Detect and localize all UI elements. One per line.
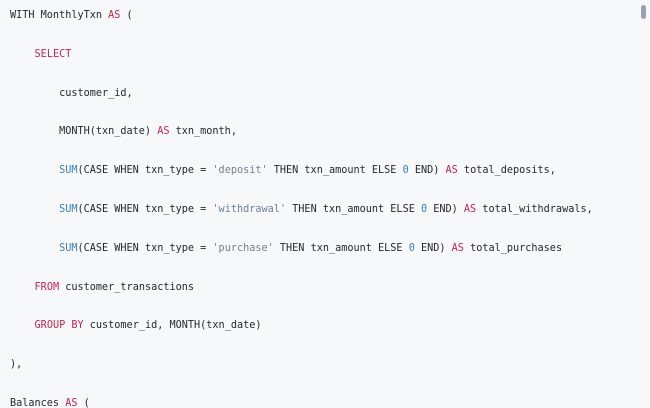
code-token-str: 'withdrawal': [212, 203, 287, 215]
code-line: GROUP BY customer_id, MONTH(txn_date): [10, 316, 650, 335]
code-token-num: 0: [402, 165, 409, 177]
code-token-plain: [10, 282, 35, 293]
code-token-plain: Balances: [10, 397, 66, 408]
code-token-plain: [10, 49, 35, 60]
code-line: WITH MonthlyTxn AS (: [10, 6, 650, 25]
code-token-fn: SUM: [59, 165, 78, 177]
code-token-plain: total_deposits,: [457, 165, 556, 177]
code-token-plain: (CASE WHEN txn_type =: [77, 203, 213, 215]
code-token-plain: THEN txn_amount ELSE: [273, 242, 409, 254]
code-token-num: 0: [408, 242, 415, 254]
code-token-plain: total_withdrawals,: [476, 203, 593, 215]
code-token-plain: [10, 243, 59, 254]
code-line: SUM(CASE WHEN txn_type = 'deposit' THEN …: [10, 161, 650, 180]
code-token-plain: (CASE WHEN txn_type =: [77, 242, 213, 254]
code-token-kw: AS: [445, 165, 458, 177]
code-line: SELECT: [10, 45, 650, 64]
code-token-plain: total_purchases: [463, 242, 563, 254]
code-token-plain: END): [408, 165, 446, 177]
code-line: SUM(CASE WHEN txn_type = 'withdrawal' TH…: [10, 200, 650, 219]
code-token-fn: SUM: [59, 203, 78, 215]
code-token-kw: AS: [463, 203, 477, 215]
code-token-kw: FROM: [34, 281, 60, 293]
vertical-scrollbar-track[interactable]: [639, 0, 650, 408]
code-token-num: 0: [420, 203, 428, 215]
code-token-plain: (: [77, 397, 90, 408]
code-token-plain: txn_month,: [169, 126, 237, 138]
code-token-plain: customer_id, MONTH(txn_date): [83, 320, 262, 332]
code-token-str: 'purchase': [212, 242, 274, 254]
code-token-kw: AS: [157, 126, 170, 138]
code-token-plain: customer_id,: [10, 87, 133, 99]
code-token-kw: GROUP BY: [34, 320, 84, 332]
code-token-plain: (CASE WHEN txn_type =: [77, 165, 213, 177]
code-token-kw: SELECT: [34, 48, 72, 60]
code-token-plain: MONTH(txn_date): [10, 126, 158, 138]
code-token-kw: AS: [65, 397, 78, 408]
code-token-plain: [10, 320, 35, 331]
code-token-plain: THEN txn_amount ELSE: [267, 165, 403, 177]
code-line: customer_id,: [10, 84, 650, 103]
code-line: Balances AS (: [10, 394, 650, 408]
code-token-plain: ),: [10, 359, 23, 371]
code-token-plain: customer_transactions: [59, 281, 195, 293]
code-token-plain: WITH MonthlyTxn: [10, 10, 109, 21]
sql-code-block[interactable]: WITH MonthlyTxn AS ( SELECT customer_id,…: [0, 6, 650, 408]
code-line: MONTH(txn_date) AS txn_month,: [10, 122, 650, 141]
code-token-kw: AS: [108, 10, 121, 21]
code-token-plain: END): [414, 242, 452, 254]
code-line: ),: [10, 355, 650, 374]
code-token-kw: AS: [451, 242, 464, 254]
vertical-scrollbar-thumb[interactable]: [641, 5, 646, 19]
code-token-plain: END): [427, 203, 464, 215]
code-line: SUM(CASE WHEN txn_type = 'purchase' THEN…: [10, 239, 650, 258]
code-line: FROM customer_transactions: [10, 278, 650, 297]
code-token-plain: [10, 165, 59, 176]
code-token-plain: [10, 204, 59, 215]
code-token-plain: (: [120, 10, 133, 21]
code-token-plain: THEN txn_amount ELSE: [286, 203, 421, 215]
code-token-fn: SUM: [59, 242, 78, 254]
code-token-str: 'deposit': [212, 165, 268, 177]
